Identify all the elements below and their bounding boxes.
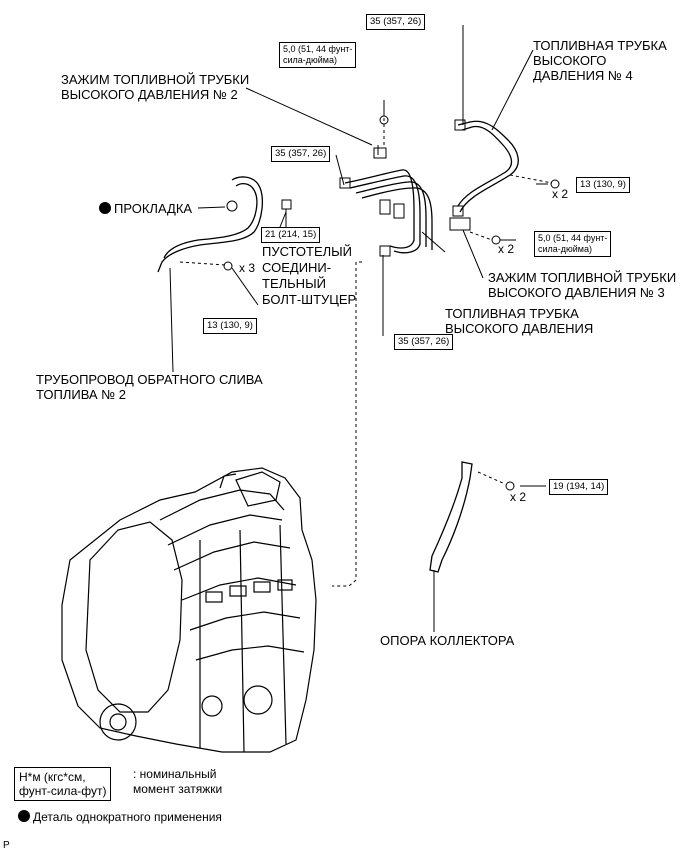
torque-box-clamp3: 5,0 (51, 44 фунт-сила-дюйма): [534, 231, 612, 257]
legend-single-use: Деталь однократного применения: [18, 810, 222, 825]
qty-x2-stay: x 2: [510, 490, 527, 504]
single-use-dot-icon: [99, 202, 111, 214]
fuel-tubes: [344, 120, 519, 254]
qty-x2-right: x 2: [552, 187, 569, 201]
torque-box-bottom-35: 35 (357, 26): [394, 334, 454, 350]
single-use-dot-icon: [18, 810, 30, 822]
return-pipe: [157, 176, 264, 273]
union-bolt-part: [281, 199, 292, 228]
bolts: [223, 100, 560, 491]
engine-block: [61, 467, 317, 753]
torque-box-pipe-13: 13 (130, 9): [203, 318, 257, 334]
torque-box-union: 21 (214, 15): [261, 227, 321, 243]
torque-box-clamp2: 5,0 (51, 44 фунт-сила-дюйма): [279, 42, 357, 68]
qty-x3-pipe: x 3: [239, 261, 256, 275]
qty-x2-clamp3: x 2: [498, 242, 515, 256]
gasket-part: [226, 200, 238, 212]
clamps: [339, 119, 471, 257]
legend-torque-unit: Н*м (кгс*см,фунт-сила-фут): [14, 767, 112, 801]
label-manifold-stay: ОПОРА КОЛЛЕКТОРА: [380, 633, 515, 648]
manifold-stay-part: [429, 461, 473, 573]
torque-box-left-35: 35 (357, 26): [271, 146, 331, 162]
torque-box-stay-19: 19 (194, 14): [549, 479, 609, 495]
torque-box-right-13: 13 (130, 9): [576, 177, 630, 193]
label-gasket: ПРОКЛАДКА: [99, 201, 192, 216]
corner-mark: P: [3, 840, 10, 851]
torque-box-top: 35 (357, 26): [366, 14, 426, 30]
